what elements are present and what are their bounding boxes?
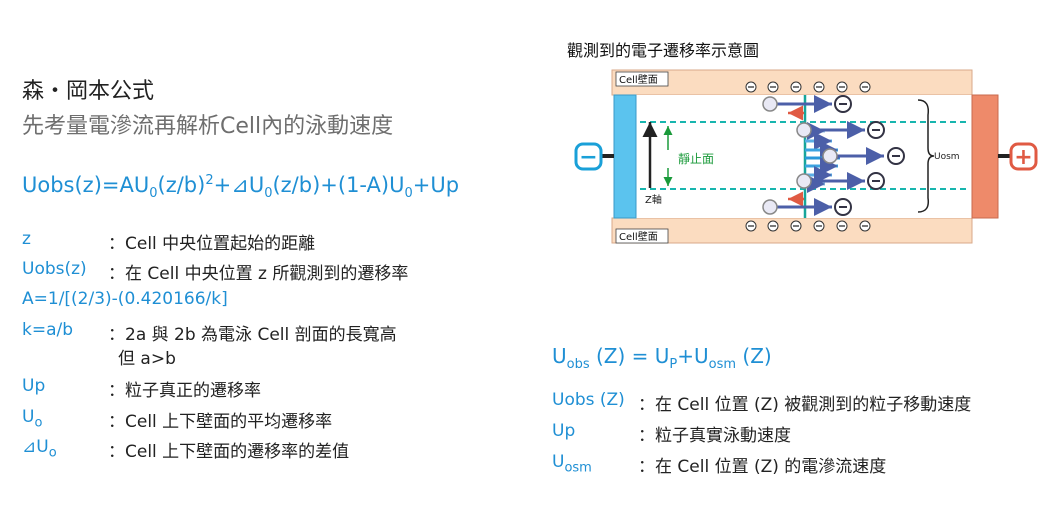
def-term-z: z — [22, 229, 31, 249]
particle-static-top — [796, 121, 885, 139]
right-electrode — [971, 94, 999, 219]
mori-okamoto-formula: Uobs(z)=AU0(z/b)2+⊿U0(z/b)+(1-A)U0+Up — [22, 173, 460, 202]
formula-subtitle: 先考量電滲流再解析Cell內的泳動速度 — [22, 114, 394, 139]
def-desc-up: ：粒子真正的遷移率 — [108, 381, 261, 401]
left-electrode — [613, 94, 637, 219]
diagram-title: 觀測到的電子遷移率示意圖 — [567, 41, 760, 60]
right-term-up: Up — [552, 421, 576, 441]
def-term-delta-u0: ⊿Uo — [22, 437, 57, 461]
def-term-u0: Uo — [22, 407, 43, 431]
wall-bottom-label: Cell壁面 — [619, 230, 658, 243]
minus-electrode-icon — [574, 142, 603, 171]
particle-center — [822, 147, 905, 165]
def-desc-k: ：2a 與 2b 為電泳 Cell 剖面的長寬高 — [108, 325, 397, 345]
static-plane-label: 靜止面 — [678, 152, 714, 166]
wall-charges-top — [745, 81, 871, 93]
def-term-up: Up — [22, 376, 46, 396]
right-term-uosm: Uosm — [552, 452, 592, 476]
wall-top-label: Cell壁面 — [619, 73, 658, 86]
cell-wall-top — [611, 69, 973, 96]
particle-static-bottom — [796, 172, 885, 190]
cell-wall-bottom — [611, 217, 973, 244]
right-desc-uosm: ：在 Cell 位置 (Z) 的電滲流速度 — [638, 457, 887, 477]
right-desc-up: ：粒子真實泳動速度 — [638, 426, 791, 446]
svg-text:+: + — [1014, 145, 1032, 170]
formula-title: 森・岡本公式 — [22, 79, 155, 104]
svg-text:−: − — [579, 145, 597, 170]
def-desc-delta-u0: ：Cell 上下壁面的遷移率的差值 — [108, 442, 350, 462]
wall-charges-bottom — [745, 220, 871, 232]
def-desc-k-note: 但 a>b — [118, 349, 176, 369]
z-axis-label: Z軸 — [645, 193, 662, 206]
uobs-formula: Uobs (Z) = UP+Uosm (Z) — [552, 344, 772, 372]
def-term-a: A=1/[(2/3)-(0.420166/k] — [22, 289, 228, 309]
right-desc-uobs: ：在 Cell 位置 (Z) 被觀測到的粒子移動速度 — [638, 395, 972, 415]
def-term-uobs: Uobs(z) — [22, 259, 87, 279]
right-term-uobs: Uobs (Z) — [552, 390, 625, 410]
particle-top — [762, 95, 852, 121]
def-term-k: k=a/b — [22, 320, 74, 340]
def-desc-z: ：Cell 中央位置起始的距離 — [108, 234, 316, 254]
particle-bottom — [762, 191, 852, 216]
uosm-bracket — [917, 99, 935, 213]
uosm-label: Uosm — [934, 152, 960, 162]
plus-electrode-icon — [1009, 142, 1038, 171]
def-desc-uobs: ：在 Cell 中央位置 z 所觀測到的遷移率 — [108, 264, 409, 284]
def-desc-u0: ：Cell 上下壁面的平均遷移率 — [108, 412, 333, 432]
